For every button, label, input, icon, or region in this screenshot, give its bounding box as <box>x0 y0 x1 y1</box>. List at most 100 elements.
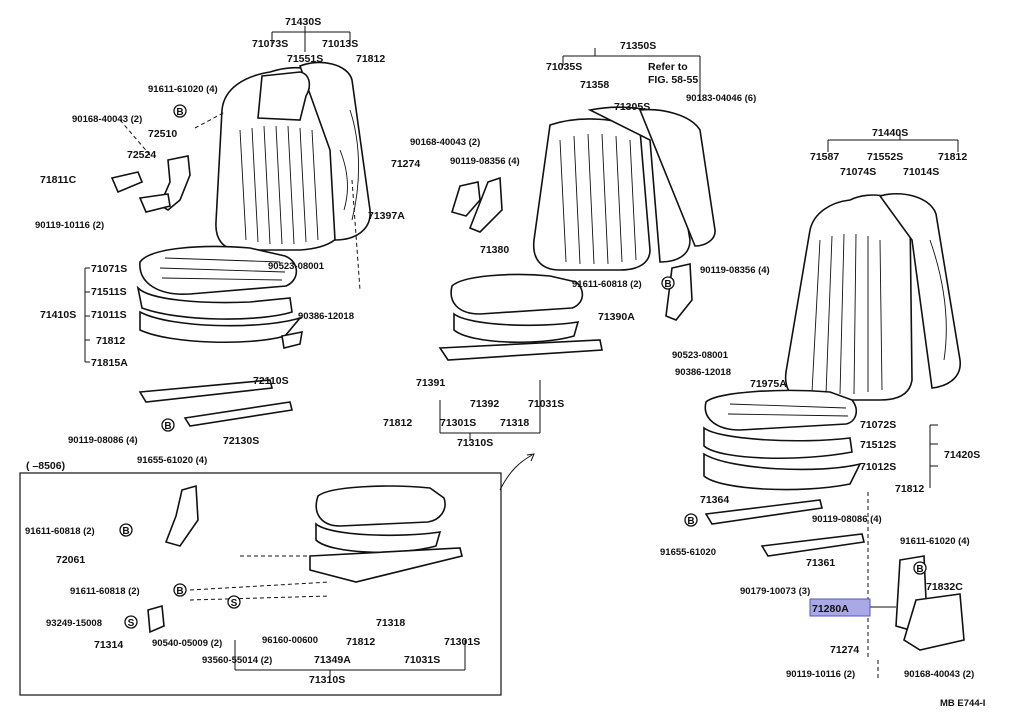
label-71397A[interactable]: 71397A <box>368 210 405 222</box>
symbol-b-2: B <box>161 418 175 432</box>
label-71440S[interactable]: 71440S <box>872 127 908 139</box>
label-71274-a[interactable]: 71274 <box>391 158 420 170</box>
label-90168-40043-b[interactable]: 90168-40043 (2) <box>410 137 480 148</box>
label-71013S[interactable]: 71013S <box>322 38 358 50</box>
label-90523-08001-b[interactable]: 90523-08001 <box>672 350 729 361</box>
label-refer-to[interactable]: Refer to <box>648 61 688 73</box>
label-90540-05009[interactable]: 90540-05009 (2) <box>152 638 222 649</box>
label-71390A[interactable]: 71390A <box>598 311 635 323</box>
label-90119-10116-a[interactable]: 90119-10116 (2) <box>35 220 104 231</box>
label-71011S[interactable]: 71011S <box>91 309 127 321</box>
label-90119-08356-a[interactable]: 90119-08356 (4) <box>450 156 520 167</box>
label-72130S[interactable]: 72130S <box>223 435 259 447</box>
right-seatback <box>784 192 961 401</box>
label-91611-60818-a[interactable]: 91611-60818 (2) <box>572 279 642 290</box>
symbol-b-5: B <box>913 561 927 575</box>
symbol-b-3: B <box>661 276 675 290</box>
label-71811C[interactable]: 71811C <box>40 174 77 186</box>
label-90168-40043-a[interactable]: 90168-40043 (2) <box>72 114 142 125</box>
label-91611-61020-a[interactable]: 91611-61020 (4) <box>148 84 218 95</box>
label-72110S[interactable]: 72110S <box>253 375 289 387</box>
symbol-b-7: B <box>173 583 187 597</box>
label-90168-40043-c[interactable]: 90168-40043 (2) <box>904 669 974 680</box>
label-71301S-a[interactable]: 71301S <box>440 417 476 429</box>
label-90523-08001-a[interactable]: 90523-08001 <box>268 261 325 272</box>
label-71410S[interactable]: 71410S <box>40 309 76 321</box>
label-71280A[interactable]: 71280A <box>812 603 849 615</box>
label-71274-b[interactable]: 71274 <box>830 644 859 656</box>
left-seat-cushion <box>136 245 303 344</box>
label-71071S[interactable]: 71071S <box>91 263 127 275</box>
label-96160-00600[interactable]: 96160-00600 <box>262 635 318 646</box>
footer-code: MB E744-I <box>940 698 985 709</box>
label-71420S[interactable]: 71420S <box>944 449 980 461</box>
label-91611-61020-b[interactable]: 91611-61020 (4) <box>900 536 970 547</box>
label-71318-b[interactable]: 71318 <box>376 617 405 629</box>
label-71812-c[interactable]: 71812 <box>383 417 412 429</box>
center-seat-cushion <box>438 273 603 361</box>
label-71314[interactable]: 71314 <box>94 639 123 651</box>
label-71364[interactable]: 71364 <box>700 494 729 506</box>
left-seat-rails <box>138 330 303 427</box>
label-71975A[interactable]: 71975A <box>750 378 787 390</box>
label-71031S-a[interactable]: 71031S <box>528 398 564 410</box>
left-seat-hinge <box>110 155 191 213</box>
label-93560-55014[interactable]: 93560-55014 (2) <box>202 655 272 666</box>
label-71074S[interactable]: 71074S <box>840 166 876 178</box>
label-71812-b[interactable]: 71812 <box>96 335 125 347</box>
label-refer-fig[interactable]: FIG. 58-55 <box>648 74 698 86</box>
svg-text:B: B <box>176 107 183 118</box>
label-71350S[interactable]: 71350S <box>620 40 656 52</box>
label-71512S[interactable]: 71512S <box>860 439 896 451</box>
label-71318-a[interactable]: 71318 <box>500 417 529 429</box>
label-71012S[interactable]: 71012S <box>860 461 896 473</box>
label-71430S[interactable]: 71430S <box>285 16 321 28</box>
label-90386-12018-b[interactable]: 90386-12018 <box>675 367 731 378</box>
label-71361[interactable]: 71361 <box>806 557 835 569</box>
label-90119-08356-b[interactable]: 90119-08356 (4) <box>700 265 770 276</box>
label-90119-08086-a[interactable]: 90119-08086 (4) <box>68 435 138 446</box>
label-72061[interactable]: 72061 <box>56 554 85 566</box>
label-90119-08086-b[interactable]: 90119-08086 (4) <box>812 514 882 525</box>
label-71301S-b[interactable]: 71301S <box>444 636 480 648</box>
label-71552S[interactable]: 71552S <box>867 151 903 163</box>
label-71832C[interactable]: 71832C <box>926 581 963 593</box>
label-71812-f[interactable]: 71812 <box>346 636 375 648</box>
label-71391[interactable]: 71391 <box>416 377 445 389</box>
label-72510[interactable]: 72510 <box>148 128 177 140</box>
symbol-b-4: B <box>684 513 698 527</box>
label-71551S[interactable]: 71551S <box>287 53 323 65</box>
label-71812-a[interactable]: 71812 <box>356 53 385 65</box>
label-71073S[interactable]: 71073S <box>252 38 288 50</box>
label-71380[interactable]: 71380 <box>480 244 509 256</box>
label-91655-61020-b[interactable]: 91655-61020 <box>660 547 716 558</box>
inset-frame <box>19 472 502 696</box>
label-72524[interactable]: 72524 <box>127 149 156 161</box>
label-71812-d[interactable]: 71812 <box>938 151 967 163</box>
label-71358[interactable]: 71358 <box>580 79 609 91</box>
label-71587[interactable]: 71587 <box>810 151 839 163</box>
label-91655-61020-a[interactable]: 91655-61020 (4) <box>137 455 207 466</box>
label-71031S-b[interactable]: 71031S <box>404 654 440 666</box>
label-91611-60818-b[interactable]: 91611-60818 (2) <box>25 526 95 537</box>
label-90386-12018-a[interactable]: 90386-12018 <box>298 311 354 322</box>
label-71812-e[interactable]: 71812 <box>895 483 924 495</box>
label-93249-15008[interactable]: 93249-15008 <box>46 618 102 629</box>
svg-text:S: S <box>231 598 238 609</box>
symbol-b-6: B <box>119 523 133 537</box>
label-71349A[interactable]: 71349A <box>314 654 351 666</box>
label-71035S[interactable]: 71035S <box>546 61 582 73</box>
symbol-s-1: S <box>227 595 241 609</box>
label-90179-10073[interactable]: 90179-10073 (3) <box>740 586 810 597</box>
label-90183-04046[interactable]: 90183-04046 (6) <box>686 93 756 104</box>
label-71014S[interactable]: 71014S <box>903 166 939 178</box>
label-71815A[interactable]: 71815A <box>91 357 128 369</box>
label-71072S[interactable]: 71072S <box>860 419 896 431</box>
label-71305S[interactable]: 71305S <box>614 101 650 113</box>
label-71511S[interactable]: 71511S <box>91 286 127 298</box>
label-90119-10116-b[interactable]: 90119-10116 (2) <box>786 669 855 680</box>
label-91611-60818-c[interactable]: 91611-60818 (2) <box>70 586 140 597</box>
label-71310S-b[interactable]: 71310S <box>309 674 345 686</box>
label-71310S-a[interactable]: 71310S <box>457 437 493 449</box>
label-71392[interactable]: 71392 <box>470 398 499 410</box>
